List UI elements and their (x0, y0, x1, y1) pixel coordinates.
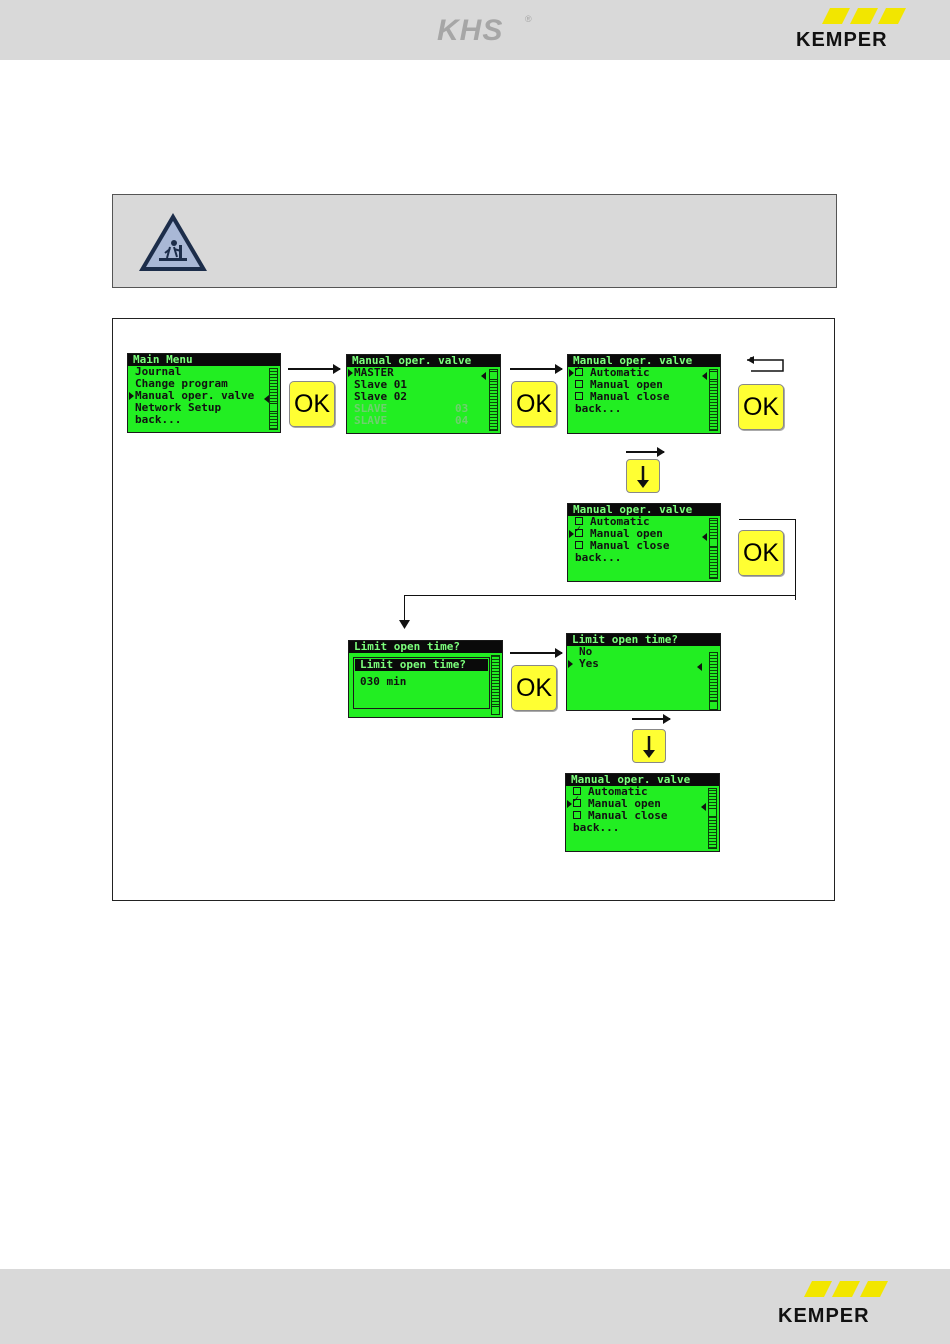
scrollbar[interactable] (708, 788, 717, 849)
time-input-dialog: Limit open time? 030 min (353, 657, 490, 709)
lcd-title: Main Menu (128, 354, 280, 366)
operator-warning-icon (139, 213, 207, 271)
option-manual-close[interactable]: Manual close (568, 391, 720, 403)
connector-line (404, 595, 796, 596)
arrow-down-icon (399, 620, 410, 629)
down-button[interactable] (626, 459, 660, 493)
flow-arrow (632, 714, 671, 724)
lcd-valve-manual-open: Manual oper. valve Automatic Manual open… (567, 503, 721, 582)
menu-item[interactable]: Network Setup (135, 401, 222, 414)
option-no[interactable]: No (579, 645, 593, 658)
kemper-wordmark: KEMPER (796, 29, 888, 51)
kemper-logo: KEMPER (796, 6, 936, 52)
kemper-stripes-icon (804, 1281, 888, 1297)
back-arrow-icon (747, 356, 784, 372)
option-automatic[interactable]: Automatic (568, 363, 720, 379)
scroll-thumb[interactable] (491, 706, 500, 715)
option-back[interactable]: back... (573, 821, 620, 834)
dialog-title: Limit open time? (355, 659, 488, 671)
registered-mark: ® (525, 14, 532, 24)
scroll-thumb[interactable] (709, 701, 718, 710)
scrollbar[interactable] (269, 368, 278, 430)
flow-arrow (626, 447, 665, 457)
checkbox-icon (573, 811, 581, 819)
ok-button[interactable]: OK (289, 381, 335, 427)
menu-item[interactable]: back... (135, 413, 182, 426)
lcd-valve-final: Manual oper. valve Automatic Manual open… (565, 773, 720, 852)
scroll-thumb[interactable] (709, 371, 718, 380)
lcd-title: Limit open time? (349, 641, 502, 653)
connector-line (404, 595, 405, 623)
scrollbar[interactable] (709, 518, 718, 579)
flow-arrow (510, 364, 563, 374)
menu-item[interactable]: Change program (135, 377, 228, 390)
ok-button[interactable]: OK (738, 384, 784, 430)
lcd-title: Manual oper. valve (568, 504, 720, 516)
kemper-stripes-icon (822, 8, 906, 24)
connector-line (795, 519, 796, 600)
scroll-thumb[interactable] (709, 538, 718, 547)
scrollbar[interactable] (491, 655, 500, 715)
option-manual-open[interactable]: Manual open (566, 794, 719, 810)
menu-item-selected[interactable]: Manual oper. valve (128, 390, 280, 402)
arrow-down-icon (637, 466, 649, 488)
option-manual-open[interactable]: Manual open (568, 379, 720, 391)
scrollbar[interactable] (489, 369, 498, 431)
ok-button[interactable]: OK (738, 530, 784, 576)
ok-button[interactable]: OK (511, 665, 557, 711)
option-manual-open[interactable]: Manual open (568, 524, 720, 540)
lcd-title: Limit open time? (567, 634, 720, 646)
scroll-thumb[interactable] (708, 808, 717, 817)
lcd-title: Manual oper. valve (347, 355, 500, 367)
scrollbar[interactable] (709, 652, 718, 710)
menu-flow-diagram (112, 318, 835, 901)
down-button[interactable] (632, 729, 666, 763)
lcd-title: Manual oper. valve (566, 774, 719, 786)
cursor-pointer-icon (697, 663, 702, 671)
ok-button[interactable]: OK (511, 381, 557, 427)
menu-item[interactable]: Slave 01 (354, 378, 407, 391)
page-header: KHS ® KEMPER (0, 0, 950, 60)
lcd-slave-list: Manual oper. valve MASTER Slave 01 Slave… (346, 354, 501, 434)
option-yes[interactable]: Yes (567, 658, 720, 670)
khs-logo: KHS (437, 14, 504, 47)
checkbox-icon (575, 541, 583, 549)
kemper-wordmark: KEMPER (778, 1305, 870, 1327)
lcd-limit-time-entry: Limit open time? Limit open time? 030 mi… (348, 640, 503, 718)
cursor-pointer-icon (702, 533, 707, 541)
option-manual-close[interactable]: Manual close (566, 810, 719, 822)
time-value-field[interactable]: 030 min (360, 675, 407, 688)
note-box (112, 194, 837, 288)
cursor-pointer-icon (702, 372, 707, 380)
cursor-pointer-icon (481, 372, 486, 380)
menu-item-selected[interactable]: MASTER (347, 367, 500, 379)
menu-item[interactable]: Slave 02 (354, 390, 407, 403)
kemper-logo: KEMPER (778, 1279, 918, 1329)
lcd-main-menu: Main Menu Journal Change program Manual … (127, 353, 281, 433)
checkbox-checked-icon (575, 524, 583, 537)
arrow-down-icon (643, 736, 655, 758)
lcd-valve-automatic: Manual oper. valve Automatic Manual open… (567, 354, 721, 434)
cursor-pointer-icon (701, 803, 706, 811)
flow-arrow (510, 648, 563, 658)
scroll-thumb[interactable] (269, 403, 278, 412)
checkbox-checked-icon (575, 363, 583, 376)
checkbox-checked-icon (573, 794, 581, 807)
lcd-title: Manual oper. valve (568, 355, 720, 367)
lcd-limit-choice: Limit open time? No Yes (566, 633, 721, 711)
option-back[interactable]: back... (575, 402, 622, 415)
option-back[interactable]: back... (575, 551, 622, 564)
flow-arrow (288, 364, 341, 374)
connector-line (739, 519, 796, 520)
scrollbar[interactable] (709, 369, 718, 431)
scroll-thumb[interactable] (489, 371, 498, 380)
option-manual-close[interactable]: Manual close (568, 540, 720, 552)
checkbox-icon (575, 380, 583, 388)
checkbox-icon (575, 392, 583, 400)
cursor-pointer-icon (264, 395, 269, 403)
page-footer: KEMPER (0, 1269, 950, 1344)
menu-item[interactable]: Journal (135, 365, 182, 378)
